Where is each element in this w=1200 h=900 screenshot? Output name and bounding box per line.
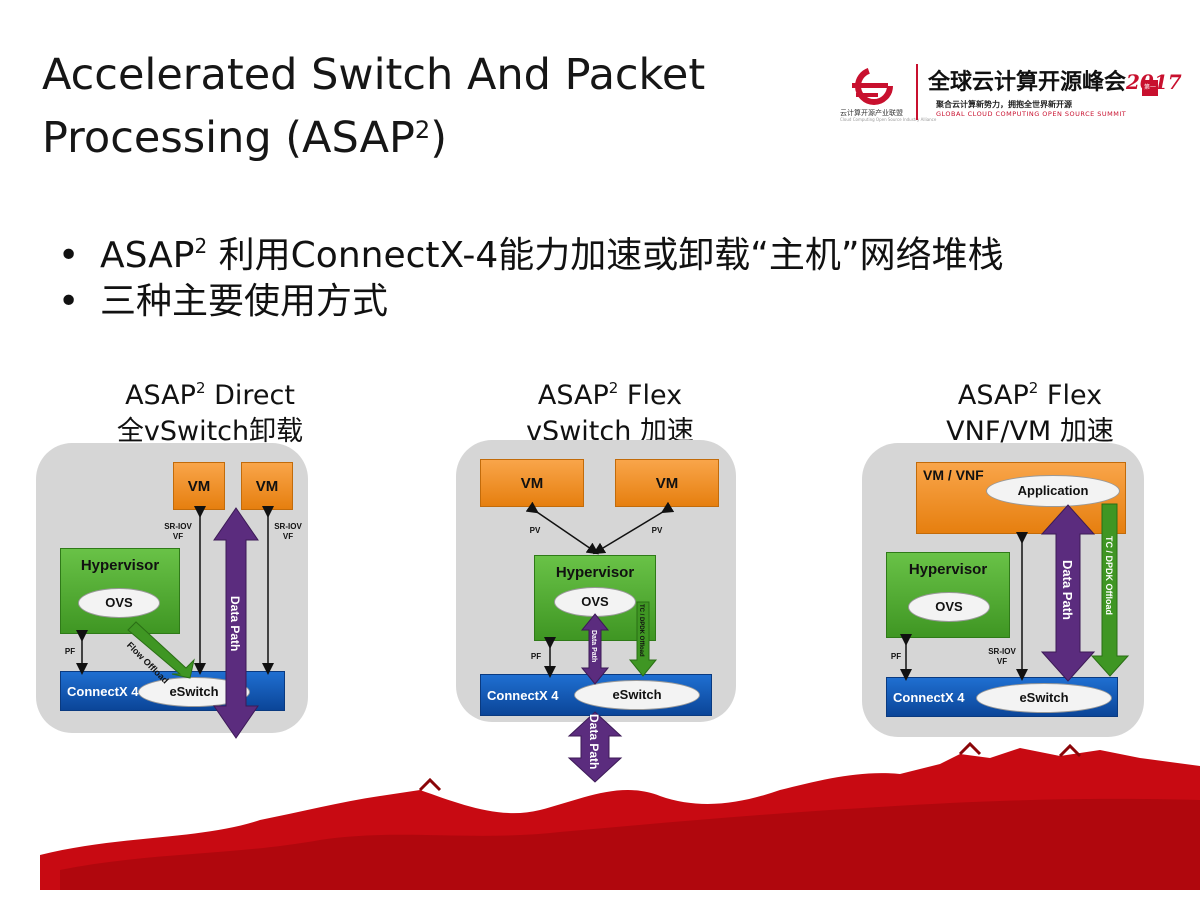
summit-slogan: 聚合云计算新势力，拥抱全世界新开源 (936, 100, 1072, 109)
diagram-2-eswitch: eSwitch (574, 680, 700, 710)
summit-edition-badge: 第一届 (1142, 80, 1158, 107)
diagram-3-arrows (900, 503, 1130, 682)
diagram-1-heading: ASAP2 Direct 全vSwitch卸载 (80, 370, 340, 450)
diagram-3-heading-sup: 2 (1028, 379, 1039, 397)
diagram-2-data-path-label-inner: Data Path (590, 630, 597, 663)
diagram-2-pv-label-1: PV (529, 526, 541, 535)
bullet-1-prefix: ASAP (100, 235, 195, 276)
slide-title: Accelerated Switch And Packet Processing… (42, 48, 705, 166)
org-name-en: Cloud Computing Open Source Industry All… (840, 117, 937, 122)
great-wall-decoration (0, 741, 1200, 900)
diagram-3-heading-line2: VNF/VM 加速 (946, 416, 1114, 447)
summit-name-cn: 全球云计算开源峰会 (928, 69, 1127, 95)
bullet-2-text: 三种主要使用方式 (100, 281, 389, 322)
diagram-1-arrows (76, 506, 274, 739)
diagram-2-connectx-label: ConnectX 4 (487, 688, 559, 703)
diagram-3-connectx-label: ConnectX 4 (893, 690, 965, 705)
diagram-3-heading-prefix: ASAP (957, 380, 1029, 411)
bullet-2: • 三种主要使用方式 (58, 280, 388, 324)
diagram-2-hypervisor-label: Hypervisor (555, 564, 635, 581)
logo-divider (916, 64, 918, 120)
diagram-3-vm-vnf-label: VM / VNF (923, 467, 984, 483)
diagram-1-pf-label: PF (64, 647, 76, 656)
diagram-1-heading-sup: 2 (195, 379, 206, 397)
diagram-3-heading-rest: Flex (1038, 380, 1103, 411)
title-line-2-end: ) (430, 113, 447, 163)
diagram-2-ovs: OVS (554, 587, 636, 617)
summit-name-en: GLOBAL CLOUD COMPUTING OPEN SOURCE SUMMI… (936, 110, 1127, 118)
title-superscript: 2 (414, 116, 431, 144)
diagram-2-heading-prefix: ASAP (537, 380, 609, 411)
diagram-2-heading-rest: Flex (618, 380, 683, 411)
bullet-marker: • (58, 235, 80, 276)
diagram-2-data-path-label-outer: Data Path (587, 714, 601, 770)
diagram-2-tc-dpdk-offload-label: TC / DPDK Offload (638, 604, 644, 657)
diagram-2-arrows (525, 501, 675, 783)
diagram-2-heading-sup: 2 (608, 379, 619, 397)
diagram-3-eswitch: eSwitch (976, 683, 1112, 713)
bullet-1: • ASAP2 利用ConnectX-4能力加速或卸载“主机”网络堆栈 (58, 224, 1004, 278)
diagram-1-sriov-label-1: SR-IOV VF (164, 522, 192, 541)
diagram-1-sriov-label-2: SR-IOV VF (274, 522, 302, 541)
bullet-marker: • (58, 281, 80, 322)
diagram-2-heading: ASAP2 Flex vSwitch 加速 (480, 370, 740, 450)
summit-logo-icon (848, 64, 898, 114)
title-line-1: Accelerated Switch And Packet (42, 50, 706, 100)
org-name: 云计算开源产业联盟 (840, 109, 903, 117)
bullet-1-sup: 2 (194, 234, 208, 258)
diagram-3-sriov-label: SR-IOV VF (988, 647, 1016, 666)
diagram-1-data-path-label: Data Path (228, 596, 242, 652)
diagram-2-vm-2: VM (615, 459, 719, 507)
diagram-1-heading-line2: 全vSwitch卸载 (116, 416, 304, 447)
diagram-1-heading-rest: Direct (205, 380, 295, 411)
diagram-3-tc-dpdk-offload-label: TC / DPDK Offload (1104, 536, 1114, 615)
diagram-3-ovs: OVS (908, 592, 990, 622)
diagram-2-vm-1: VM (480, 459, 584, 507)
diagram-2-pv-label-2: PV (651, 526, 663, 535)
diagram-3-application: Application (986, 475, 1120, 507)
diagram-3-heading: ASAP2 Flex VNF/VM 加速 (900, 370, 1160, 450)
diagram-2-pf-label: PF (530, 652, 542, 661)
summit-name: 全球云计算开源峰会2017 (928, 64, 1182, 96)
diagram-1-vm-1: VM (173, 462, 225, 510)
diagram-1-ovs: OVS (78, 588, 160, 618)
diagram-1-hypervisor-label: Hypervisor (80, 557, 160, 574)
diagram-3-data-path-label: Data Path (1060, 560, 1075, 620)
diagram-1-connectx-label: ConnectX 4 (67, 684, 139, 699)
diagram-1-heading-prefix: ASAP (125, 380, 196, 411)
bullet-1-text: 利用ConnectX-4能力加速或卸载“主机”网络堆栈 (207, 235, 1004, 276)
title-line-2: Processing (ASAP (42, 113, 415, 163)
diagram-3-pf-label: PF (890, 652, 902, 661)
diagram-3-hypervisor-label: Hypervisor (908, 561, 988, 578)
diagram-1-vm-2: VM (241, 462, 293, 510)
